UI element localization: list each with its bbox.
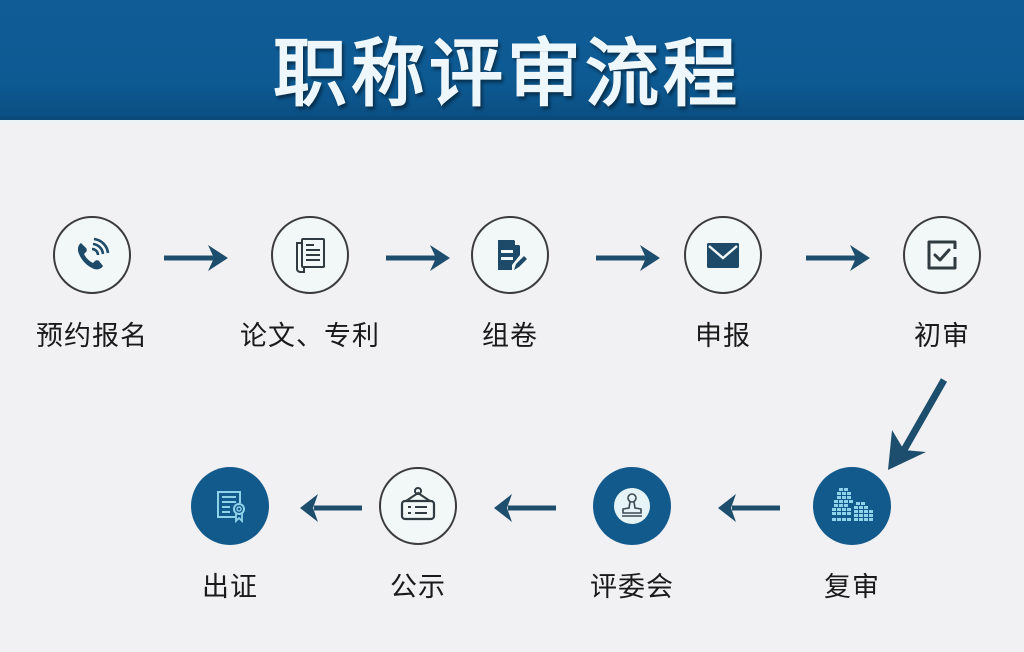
step-certificate-issued: 出证: [140, 467, 320, 604]
step-circle: [903, 216, 981, 294]
step-public-notice: 公示: [328, 467, 508, 604]
arrow-right-icon: [164, 245, 228, 271]
step-label: 复审: [824, 572, 880, 603]
arrow-right-icon: [386, 245, 450, 271]
arrow-right-icon: [596, 245, 660, 271]
arrow-down-left-icon: [888, 378, 948, 470]
step-circle: [593, 467, 671, 545]
step-label: 初审: [914, 321, 970, 352]
arrow-left-icon: [494, 494, 556, 522]
step-second-review: 复审: [762, 467, 942, 604]
certificate-icon: [210, 486, 250, 526]
envelope-icon: [703, 235, 743, 275]
hanging-sign-icon: [396, 484, 440, 528]
arrow-right-icon: [806, 245, 870, 271]
step-circle: [53, 216, 131, 294]
step-circle: [191, 467, 269, 545]
arrow-left-icon: [300, 494, 362, 522]
step-label: 预约报名: [36, 321, 148, 352]
checkbox-icon: [922, 235, 962, 275]
phone-icon: [72, 235, 112, 275]
step-registration: 预约报名: [2, 216, 182, 353]
step-label: 组卷: [482, 321, 538, 352]
banner-shadow: [0, 120, 1024, 128]
step-compile-dossier: 组卷: [420, 216, 600, 353]
step-circle: [684, 216, 762, 294]
step-label: 论文、专利: [240, 321, 380, 352]
stacked-blocks-icon: [830, 484, 874, 528]
step-circle: [471, 216, 549, 294]
page-title: 职称评审流程: [273, 31, 741, 117]
step-label: 公示: [390, 572, 446, 603]
step-review-committee: 评委会: [542, 467, 722, 604]
stamp-icon: [612, 486, 652, 526]
step-label: 出证: [202, 572, 258, 603]
step-circle: [813, 467, 891, 545]
arrow-left-icon: [718, 494, 780, 522]
step-submit: 申报: [633, 216, 813, 353]
step-label: 申报: [695, 321, 751, 352]
edit-document-icon: [490, 235, 530, 275]
step-circle: [271, 216, 349, 294]
step-label: 评委会: [590, 572, 674, 603]
step-papers-patents: 论文、专利: [220, 216, 400, 353]
step-circle: [379, 467, 457, 545]
document-scroll-icon: [290, 235, 330, 275]
title-banner: 职称评审流程: [0, 0, 1024, 120]
step-preliminary-review: 初审: [852, 216, 1024, 353]
